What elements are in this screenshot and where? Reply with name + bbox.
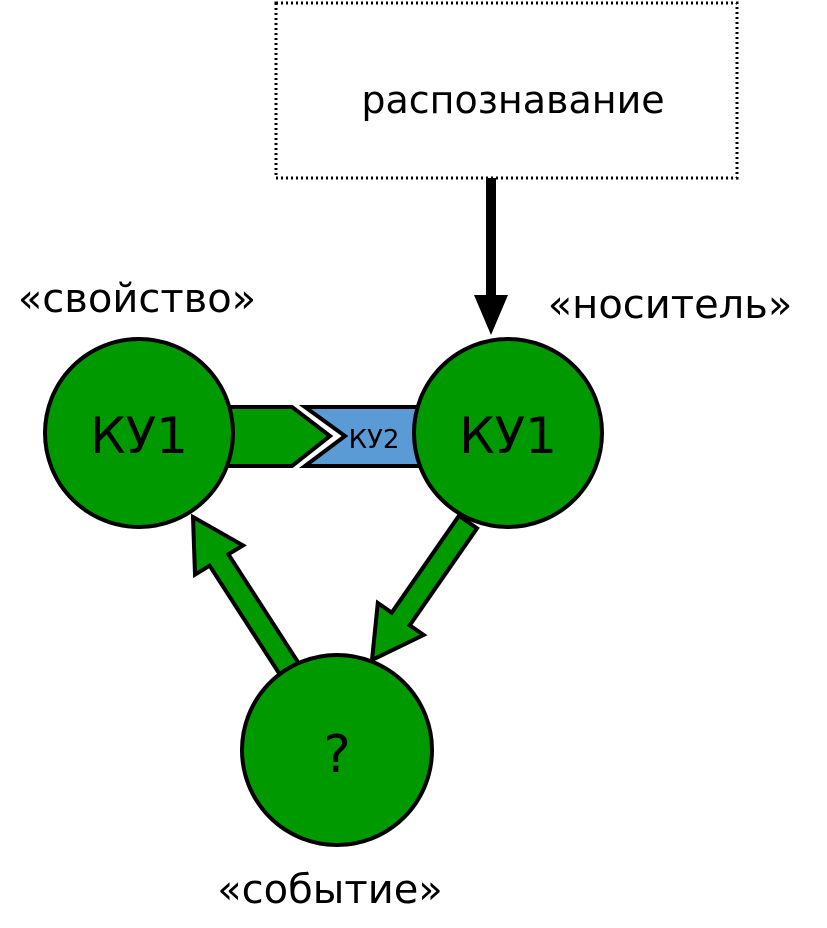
node-event-label: ? — [323, 725, 351, 785]
caption-event: «событие» — [217, 867, 443, 913]
caption-property: «свойство» — [18, 276, 256, 322]
event-to-property-arrow — [190, 513, 303, 679]
link-ku2 — [298, 405, 422, 468]
recognition-box — [274, 1, 739, 180]
node-carrier-label: КУ1 — [459, 407, 557, 465]
node-event — [240, 653, 434, 847]
node-property — [43, 337, 235, 529]
carrier-to-event-arrow — [369, 512, 480, 664]
caption-carrier: «носитель» — [548, 282, 793, 328]
recognition-arrow — [474, 178, 508, 335]
node-carrier — [412, 337, 604, 529]
node-property-label: КУ1 — [90, 407, 188, 465]
recognition-label: распознавание — [361, 78, 664, 122]
link-label: КУ2 — [349, 425, 400, 455]
